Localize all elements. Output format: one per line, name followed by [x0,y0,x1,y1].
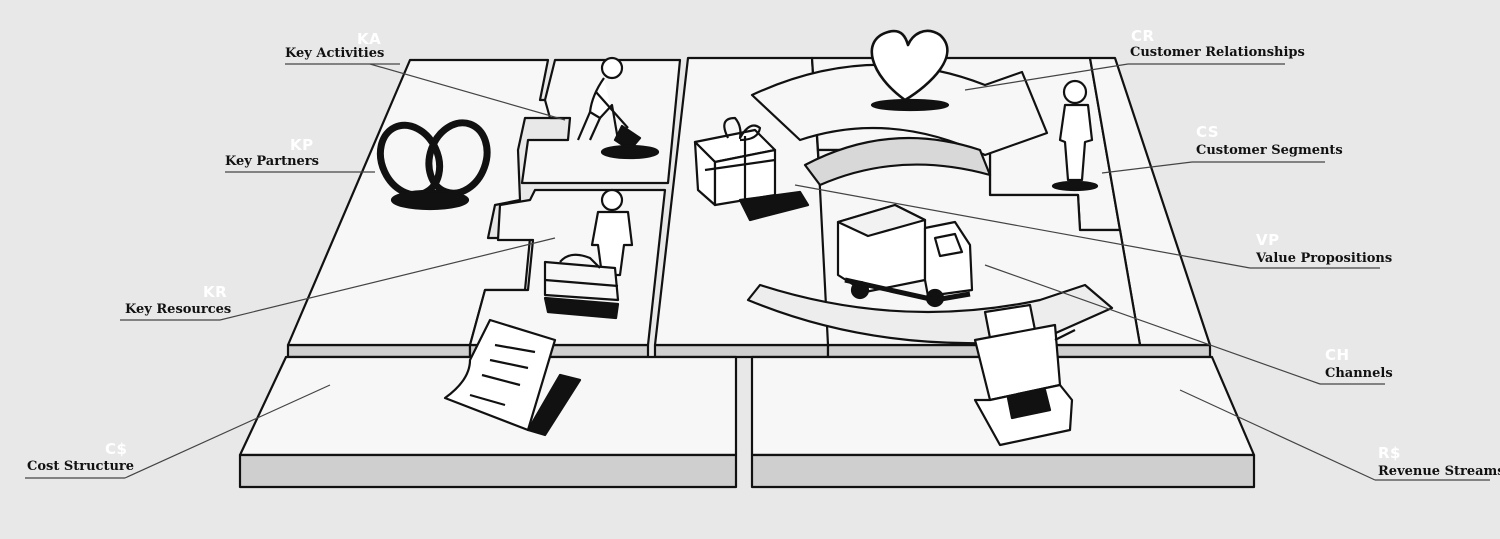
key-partners-block-side [286,343,472,359]
truck-icon [836,203,974,308]
key-partners-abbr: KP [290,136,314,154]
customer-segments-block [1088,56,1212,347]
key-resources-label: Key Resources [125,302,232,317]
revenue-streams-block-side [750,453,1256,489]
heart-shadow-icon [870,98,950,112]
value-propositions-label: Value Propositions [1256,251,1393,266]
inner-ring-icon [803,136,992,187]
key-activities-abbr: KA [357,30,382,48]
leader-lines [25,63,1490,481]
customer-segments-abbr: CS [1196,123,1220,141]
customer-relationships-abbr: CR [1131,27,1155,45]
channels-abbr: CH [1325,346,1350,364]
person-with-resources-icon [543,188,634,320]
cost-structure-label: Cost Structure [27,459,135,474]
cost-structure-abbr: C$ [105,440,128,458]
heart-icon [870,29,949,102]
invoice-icon [443,318,582,437]
customer-relationships-label: Customer Relationships [1130,45,1305,60]
revenue-streams-abbr: R$ [1378,444,1401,462]
value-propositions-abbr: VP [1256,231,1280,249]
gift-box-icon [693,116,810,222]
key-activities-label: Key Activities [285,46,385,61]
customer-segments-label: Customer Segments [1196,143,1343,158]
key-activities-block [520,58,682,185]
value-propositions-block-side [653,343,830,359]
channels-label: Channels [1325,366,1393,381]
digging-person-icon [576,56,660,160]
rings-icon [376,119,491,211]
revenue-streams-label: Revenue Streams [1378,464,1500,479]
key-resources-abbr: KR [203,283,228,301]
key-partners-label: Key Partners [225,154,319,169]
cost-structure-block-side [238,453,738,489]
standing-person-icon [1051,79,1099,192]
cash-register-icon [973,303,1076,447]
